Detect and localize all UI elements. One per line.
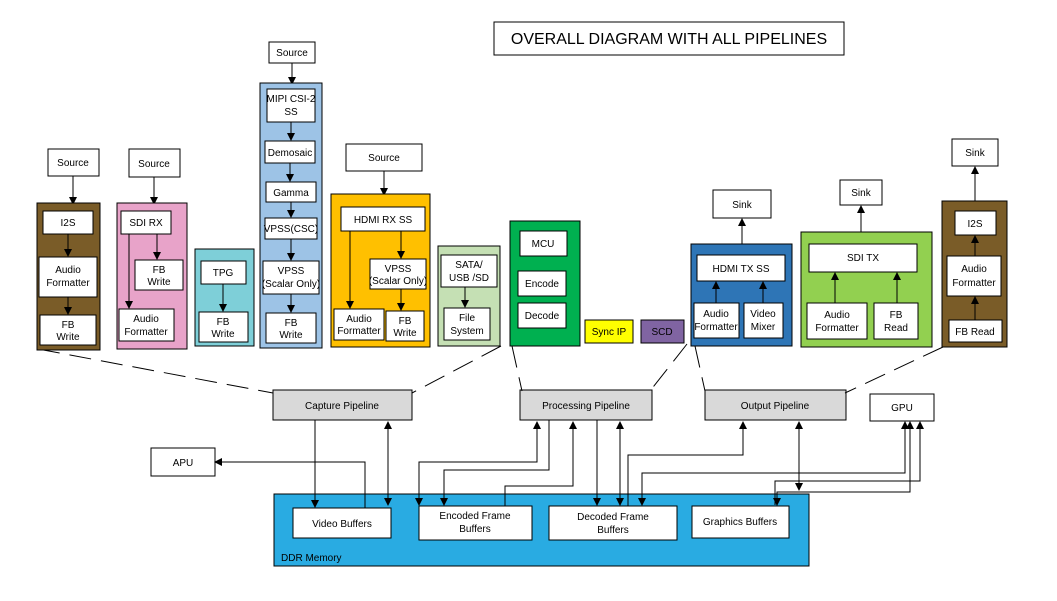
svg-text:APU: APU: [173, 458, 194, 469]
svg-text:(Scalar Only): (Scalar Only): [369, 276, 427, 287]
graphics-buffers-label: Graphics Buffers: [703, 517, 777, 528]
svg-text:Sink: Sink: [851, 188, 871, 199]
svg-text:Video: Video: [750, 309, 776, 320]
encoded-buffers-label-1: Encoded Frame: [439, 511, 511, 522]
svg-text:Formatter: Formatter: [952, 278, 996, 289]
svg-text:Formatter: Formatter: [46, 278, 90, 289]
svg-text:SDI TX: SDI TX: [847, 253, 879, 264]
svg-text:MIPI CSI-2: MIPI CSI-2: [267, 94, 316, 105]
svg-text:HDMI RX SS: HDMI RX SS: [354, 215, 413, 226]
svg-text:SS: SS: [284, 107, 298, 118]
svg-text:FB Read: FB Read: [955, 327, 994, 338]
svg-text:FB: FB: [890, 310, 903, 321]
svg-text:SATA/: SATA/: [455, 260, 483, 271]
svg-text:HDMI TX SS: HDMI TX SS: [712, 264, 769, 275]
svg-text:Mixer: Mixer: [751, 322, 776, 333]
gpu-block: GPU: [869, 393, 935, 422]
svg-text:I2S: I2S: [60, 218, 75, 229]
hdmi-tx-group: Sink HDMI TX SS Audio Formatter Video Mi…: [690, 189, 793, 347]
i2s-rx-group: Source I2S Audio Formatter FB Write: [36, 148, 101, 351]
svg-text:Formatter: Formatter: [815, 323, 859, 334]
svg-text:Formatter: Formatter: [124, 327, 168, 338]
svg-text:Capture Pipeline: Capture Pipeline: [305, 401, 379, 412]
svg-text:VPSS: VPSS: [278, 266, 305, 277]
decoded-buffers-label-2: Buffers: [597, 525, 629, 536]
vcu-group: MCU Encode Decode: [509, 220, 581, 347]
svg-text:FB: FB: [62, 320, 75, 331]
svg-text:Source: Source: [138, 159, 170, 170]
svg-text:Audio: Audio: [961, 264, 987, 275]
svg-text:Write: Write: [56, 332, 80, 343]
sdi-tx-group: Sink SDI TX Audio Formatter FB Read: [800, 179, 933, 348]
svg-text:FB: FB: [399, 316, 412, 327]
output-pipeline: Output Pipeline: [704, 389, 847, 421]
group-to-pipeline-connectors: [37, 343, 944, 394]
tpg-group: TPG FB Write: [194, 248, 255, 347]
svg-text:SDI RX: SDI RX: [129, 218, 163, 229]
svg-text:VPSS(CSC): VPSS(CSC): [264, 224, 318, 235]
memory-connections: [214, 420, 924, 508]
storage-group: SATA/ USB /SD File System: [437, 245, 501, 347]
svg-text:Gamma: Gamma: [273, 188, 309, 199]
sdi-rx-group: Source SDI RX FB Write Audio Formatter: [116, 148, 188, 350]
encoded-buffers-label-2: Buffers: [459, 524, 491, 535]
svg-text:TPG: TPG: [213, 268, 234, 279]
svg-text:Demosaic: Demosaic: [268, 148, 312, 159]
ddr-memory: DDR Memory Video Buffers Encoded Frame B…: [273, 493, 810, 567]
svg-text:Processing Pipeline: Processing Pipeline: [542, 401, 630, 412]
svg-text:Audio: Audio: [346, 314, 372, 325]
svg-text:Output Pipeline: Output Pipeline: [741, 401, 810, 412]
svg-text:Source: Source: [276, 48, 308, 59]
svg-text:Encode: Encode: [525, 279, 559, 290]
svg-text:Sink: Sink: [965, 148, 985, 159]
sync-ip-block: Sync IP: [584, 319, 634, 344]
mipi-group: Source MIPI CSI-2 SS Demosaic Gamma VPSS…: [259, 41, 323, 349]
scd-block: SCD: [640, 319, 685, 344]
i2s-tx-group: Sink I2S Audio Formatter FB Read: [941, 138, 1008, 348]
decoded-buffers-label-1: Decoded Frame: [577, 512, 649, 523]
svg-text:File: File: [459, 313, 476, 324]
svg-text:FB: FB: [217, 317, 230, 328]
hdmi-rx-group: Source HDMI RX SS VPSS (Scalar Only) Aud…: [330, 143, 431, 348]
svg-text:I2S: I2S: [967, 219, 982, 230]
svg-text:Decode: Decode: [525, 311, 560, 322]
svg-text:Audio: Audio: [824, 310, 850, 321]
svg-text:Audio: Audio: [133, 314, 159, 325]
processing-pipeline: Processing Pipeline: [519, 389, 653, 421]
capture-pipeline: Capture Pipeline: [272, 389, 413, 421]
svg-text:System: System: [450, 326, 483, 337]
svg-text:Sync IP: Sync IP: [592, 327, 627, 338]
svg-text:Formatter: Formatter: [694, 322, 738, 333]
svg-text:Audio: Audio: [703, 309, 729, 320]
svg-text:Sink: Sink: [732, 200, 752, 211]
svg-text:Write: Write: [279, 330, 303, 341]
svg-text:VPSS: VPSS: [385, 264, 412, 275]
svg-text:MCU: MCU: [532, 239, 555, 250]
svg-text:USB /SD: USB /SD: [449, 273, 489, 284]
svg-text:(Scalar Only): (Scalar Only): [262, 279, 320, 290]
svg-text:FB: FB: [153, 265, 166, 276]
ddr-memory-label: DDR Memory: [281, 553, 342, 564]
svg-text:FB: FB: [285, 318, 298, 329]
diagram-title: OVERALL DIAGRAM WITH ALL PIPELINES: [511, 31, 827, 48]
svg-text:SCD: SCD: [651, 327, 672, 338]
svg-text:GPU: GPU: [891, 403, 913, 414]
svg-text:Read: Read: [884, 323, 908, 334]
svg-text:Write: Write: [147, 277, 171, 288]
source-label: Source: [57, 158, 89, 169]
svg-text:Source: Source: [368, 153, 400, 164]
apu-block: APU: [150, 447, 216, 477]
svg-text:Write: Write: [393, 328, 417, 339]
svg-text:Audio: Audio: [55, 265, 81, 276]
title-box: OVERALL DIAGRAM WITH ALL PIPELINES: [493, 21, 845, 56]
svg-text:Write: Write: [211, 329, 235, 340]
video-buffers-label: Video Buffers: [312, 519, 372, 530]
svg-text:Formatter: Formatter: [337, 326, 381, 337]
